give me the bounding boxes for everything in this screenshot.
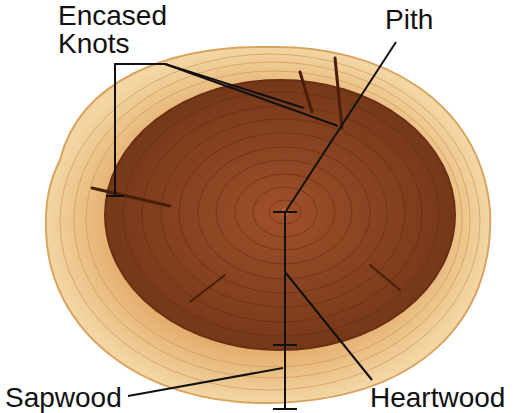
part-label: Heartwood bbox=[370, 384, 510, 412]
sapwood-rings bbox=[60, 54, 480, 390]
heartwood-region bbox=[105, 80, 455, 350]
log-outline bbox=[46, 47, 490, 403]
leader-lines bbox=[106, 42, 396, 410]
part-label: Encased Knots bbox=[58, 2, 188, 58]
part-label: Pith bbox=[385, 6, 465, 34]
part-label: Sapwood bbox=[5, 384, 135, 412]
knots bbox=[92, 58, 400, 302]
growth-rings bbox=[123, 92, 439, 336]
